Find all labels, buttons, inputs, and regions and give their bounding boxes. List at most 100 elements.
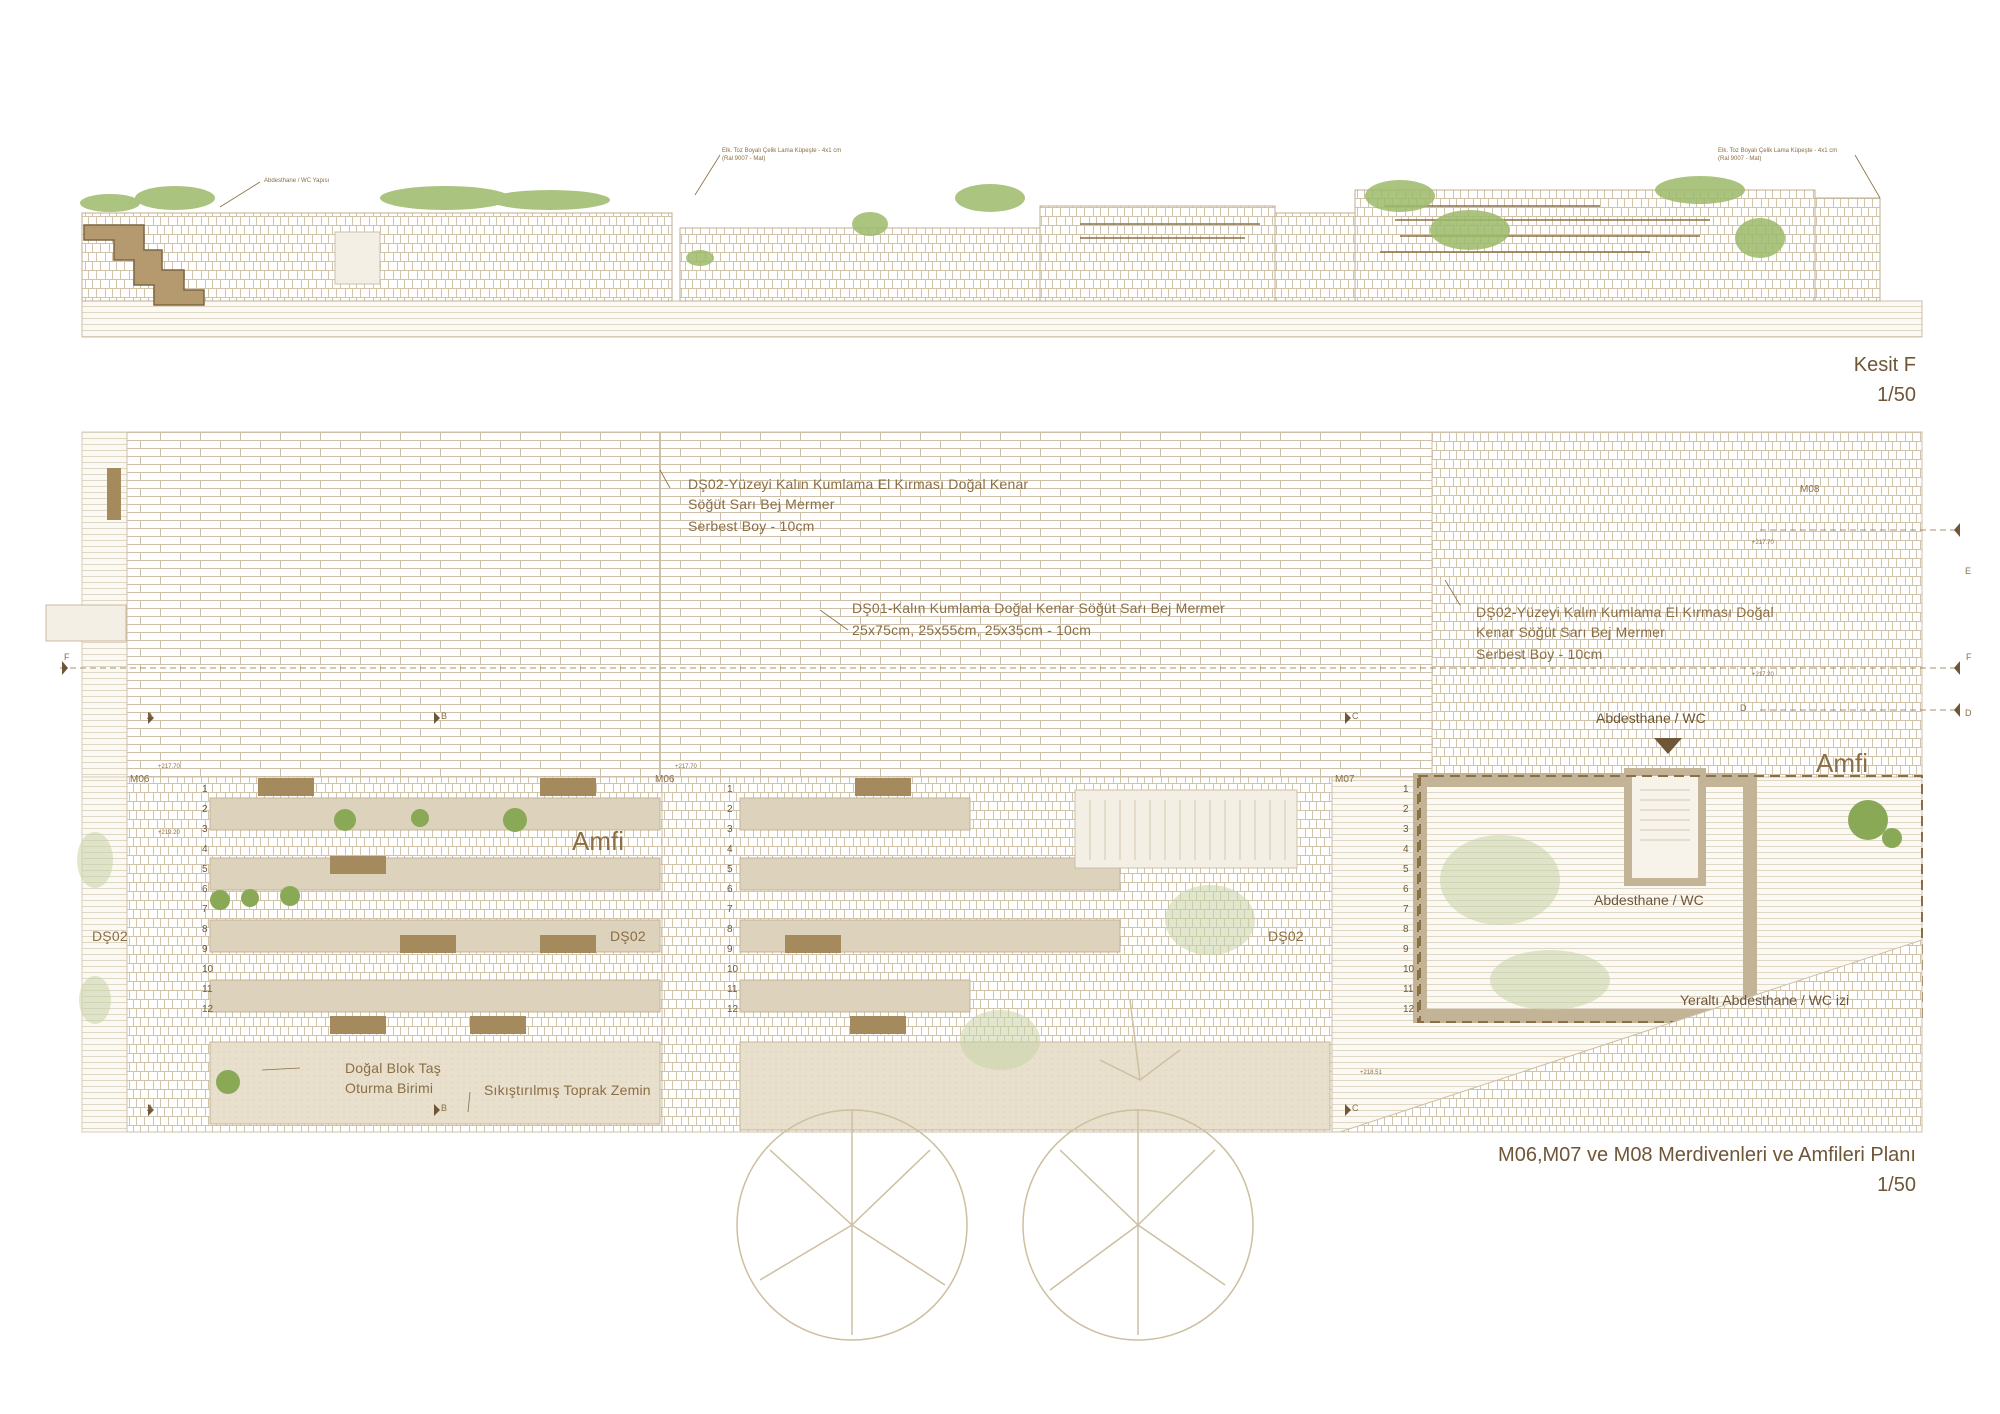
step-number: 11 <box>727 984 738 995</box>
section-f-drawing <box>80 154 1923 338</box>
seating-blocks-dark <box>258 778 911 1034</box>
step-number: 3 <box>202 824 208 835</box>
elevation-6: +218.51 <box>1360 1070 1382 1076</box>
section-note-rail-left-ral: (Ral 9007 - Mat) <box>722 156 766 162</box>
tree-canopy-2 <box>1022 1109 1254 1341</box>
step-number: 6 <box>202 884 208 895</box>
step-number: 7 <box>202 904 208 915</box>
step-number: 6 <box>727 884 733 895</box>
step-number: 2 <box>202 804 208 815</box>
elevation-2: +217.70 <box>675 764 697 770</box>
step-number: 10 <box>1403 964 1415 975</box>
plan-scale: 1/50 <box>1877 1174 1916 1196</box>
section-stone-wall-6 <box>1814 197 1881 302</box>
label-amfi-left: Amfi <box>572 826 624 856</box>
wc-stair-lines <box>1640 789 1690 841</box>
note-ds01-line2: 25x75cm, 25x55cm, 25x35cm - 10cm <box>852 622 1092 638</box>
section-note-rail-right-ral: (Ral 9007 - Mat) <box>1718 156 1762 162</box>
plan-stair-block <box>1074 789 1298 869</box>
section-stair-cut <box>83 224 205 306</box>
step-number: 5 <box>727 864 733 875</box>
section-white-block <box>334 231 381 285</box>
label-abdesthane-mid: Abdesthane / WC <box>1594 892 1704 908</box>
note-ds02-top-line1: DŞ02-Yüzeyi Kalın Kumlama El Kırması Doğ… <box>688 476 1029 492</box>
note-ds02-right-line1: DŞ02-Yüzeyi Kalın Kumlama El Kırması Doğ… <box>1476 604 1774 620</box>
section-note-rail-left: Elk. Toz Boyalı Çelik Lama Küpeşte - 4x1… <box>722 148 842 154</box>
section-note-rail-right: Elk. Toz Boyalı Çelik Lama Küpeşte - 4x1… <box>1718 148 1838 154</box>
section-marker-d-mid: D <box>1740 703 1747 713</box>
step-number: 10 <box>727 964 739 975</box>
step-number: 9 <box>202 944 208 955</box>
label-yeralti: Yeraltı Abdesthane / WC izi <box>1680 992 1850 1008</box>
plan-dark-slot <box>107 468 121 520</box>
step-number: 8 <box>1403 924 1409 935</box>
step-number: 8 <box>202 924 208 935</box>
section-stone-wall-4 <box>1274 212 1356 302</box>
step-number: 12 <box>1403 1004 1415 1015</box>
plan-title: M06,M07 ve M08 Merdivenleri ve Amfileri … <box>1498 1144 1916 1166</box>
section-title: Kesit F <box>1853 354 1916 376</box>
section-marker-b-bot: B <box>441 1103 448 1113</box>
section-note-wc: Abdesthane / WC Yapısı <box>264 178 330 184</box>
leader-lines <box>261 469 1461 1113</box>
note-ds02-top-line2: Söğüt Sarı Bej Mermer <box>688 496 835 512</box>
plan-shrubs-light <box>77 832 1610 1070</box>
section-marker-d-right: D <box>1965 708 1972 718</box>
note-ds01-line1: DŞ01-Kalın Kumlama Doğal Kenar Söğüt Sar… <box>852 600 1226 616</box>
section-marker-f-left: F <box>64 652 70 662</box>
section-marker-a-top: A <box>147 711 154 721</box>
step-number: 1 <box>202 784 208 795</box>
label-toprak-zemin: Sıkıştırılmış Toprak Zemin <box>484 1082 651 1098</box>
elevation-3: +217.70 <box>1752 540 1774 546</box>
step-number: 4 <box>202 844 208 855</box>
section-ground-band <box>81 300 1923 338</box>
step-number: 3 <box>727 824 733 835</box>
label-m07: M07 <box>1335 774 1355 785</box>
note-ds02-right-line3: Serbest Boy - 10cm <box>1476 646 1603 662</box>
section-leader-3 <box>1854 154 1881 199</box>
wc-entry-cutout <box>1624 768 1706 886</box>
section-leader-1 <box>219 181 261 208</box>
step-number: 3 <box>1403 824 1409 835</box>
label-dogal-blok-2: Oturma Birimi <box>345 1080 434 1096</box>
step-number: 1 <box>727 784 733 795</box>
note-ds02-right-line2: Kenar Söğüt Sarı Bej Mermer <box>1476 624 1666 640</box>
step-number: 4 <box>1403 844 1409 855</box>
plan-rubble-paving-right <box>1431 431 1923 778</box>
step-number: 11 <box>202 984 213 995</box>
plan-vegetation <box>210 800 1902 1094</box>
label-ds02-b: DŞ02 <box>610 928 646 944</box>
seating-bands-mid <box>739 797 1331 1131</box>
tree-canopy-3 <box>1099 999 1181 1082</box>
step-number: 10 <box>202 964 214 975</box>
label-abdesthane-top: Abdesthane / WC <box>1596 710 1706 726</box>
tree-canopy-1 <box>736 1109 968 1341</box>
step-number: 2 <box>727 804 733 815</box>
step-number: 2 <box>1403 804 1409 815</box>
section-vegetation <box>80 176 1785 266</box>
step-number: 7 <box>1403 904 1409 915</box>
section-marker-c-bot: C <box>1352 1103 1359 1113</box>
step-number: 11 <box>1403 984 1414 995</box>
elevation-1: +217.70 <box>158 764 180 770</box>
step-number: 4 <box>727 844 733 855</box>
section-stone-wall-3 <box>1039 205 1276 302</box>
section-marker-c-top: C <box>1352 711 1359 721</box>
step-number: 1 <box>1403 784 1409 795</box>
note-ds02-top-line3: Serbest Boy - 10cm <box>688 518 815 534</box>
step-number: 5 <box>202 864 208 875</box>
underground-wc-trace <box>1417 775 1923 1023</box>
label-m06-a: M06 <box>130 774 150 785</box>
step-number: 9 <box>1403 944 1409 955</box>
label-ds02-c: DŞ02 <box>1268 928 1304 944</box>
step-number: 8 <box>727 924 733 935</box>
label-dogal-blok-1: Doğal Blok Taş <box>345 1060 441 1076</box>
section-marker-b-top: B <box>441 711 448 721</box>
section-markers <box>62 523 1960 1116</box>
section-stone-wall-2 <box>679 227 1041 302</box>
section-scale: 1/50 <box>1877 384 1916 406</box>
step-number: 7 <box>727 904 733 915</box>
plan-drawing <box>45 431 1960 1341</box>
step-number: 12 <box>202 1004 214 1015</box>
abdesthane-arrow <box>1654 738 1682 754</box>
